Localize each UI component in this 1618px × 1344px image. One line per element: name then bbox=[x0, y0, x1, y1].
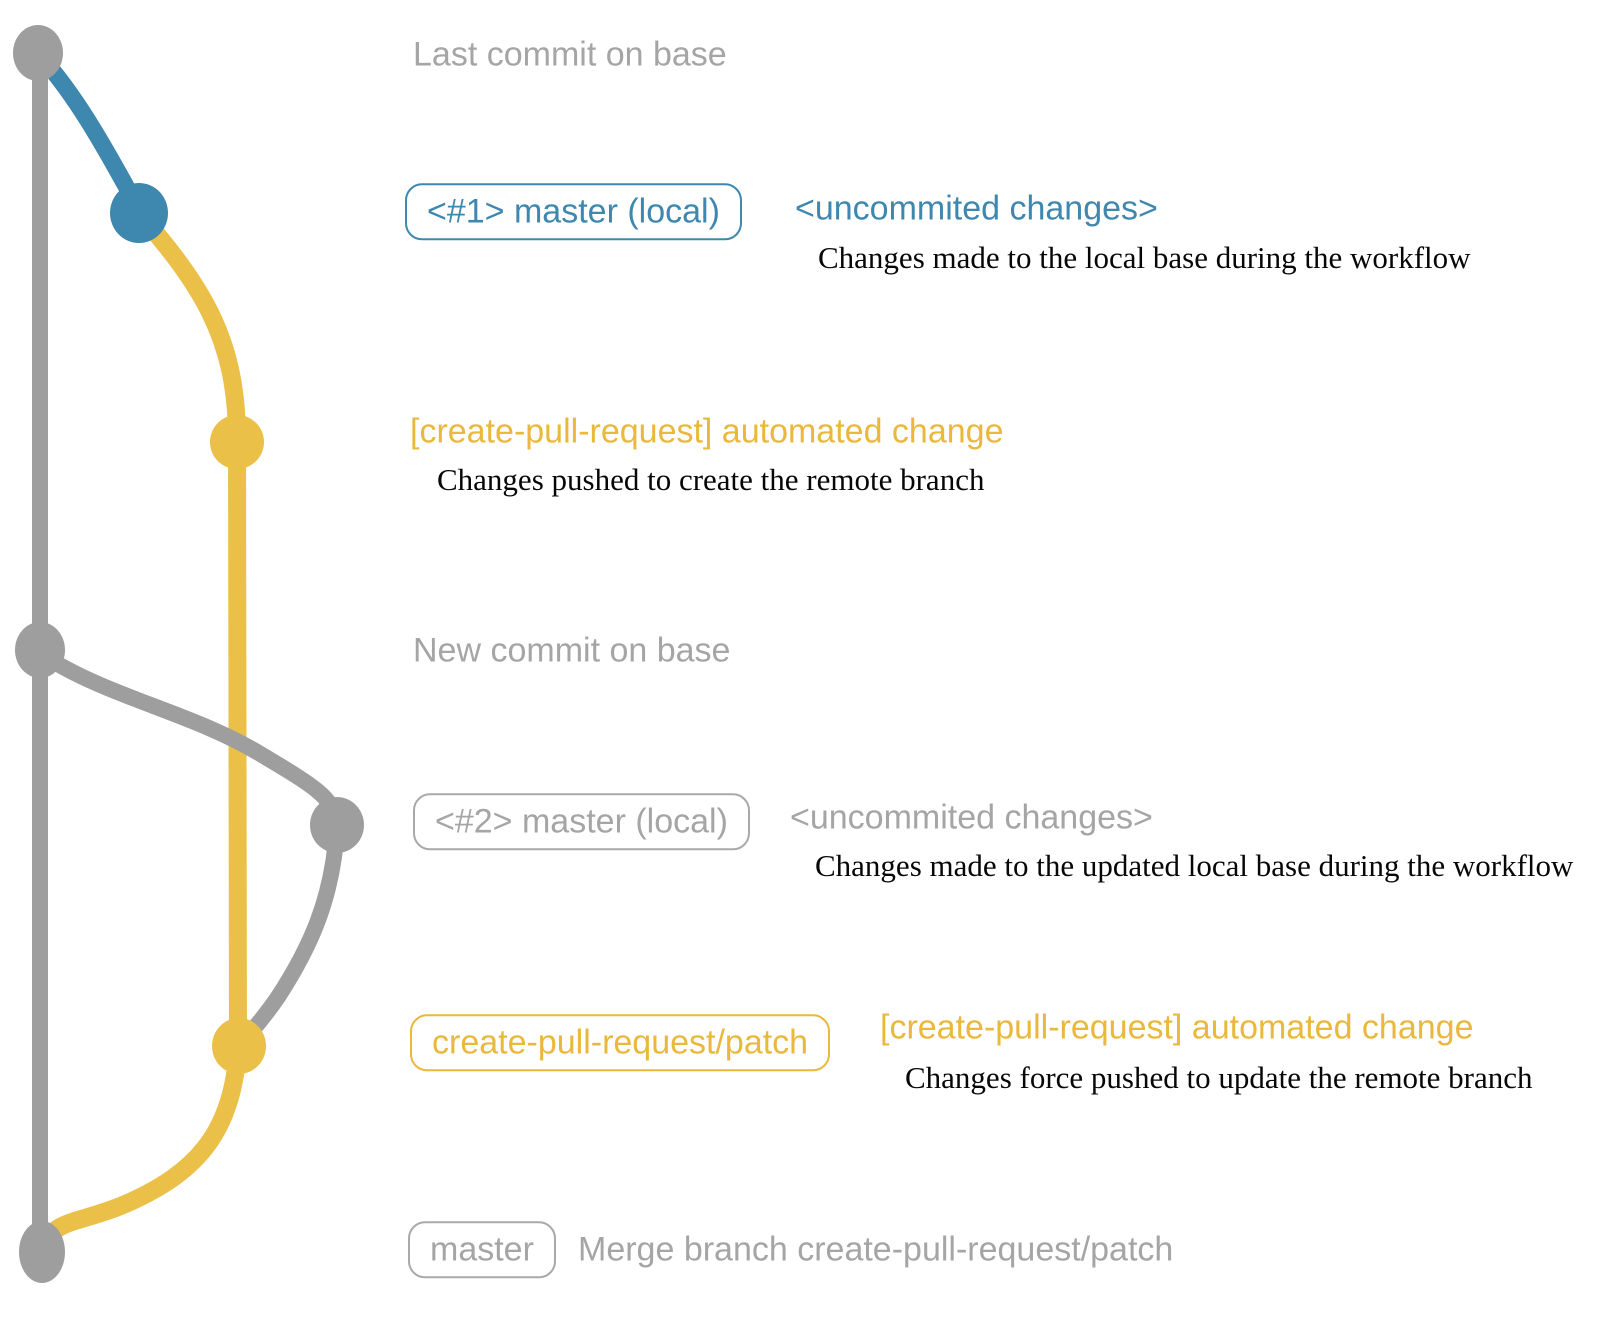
badge-master: master bbox=[408, 1221, 556, 1279]
label-new-commit-on-base: New commit on base bbox=[413, 631, 731, 670]
badge-create-pull-request-patch: create-pull-request/patch bbox=[410, 1014, 831, 1072]
badge-master-local-1: <#1> master (local) bbox=[405, 183, 742, 241]
message-uncommited-changes-1: <uncommited changes> bbox=[795, 189, 1158, 228]
base-update-edge bbox=[32, 645, 345, 831]
commit-dot-last-base bbox=[13, 25, 63, 81]
commit-dot-local-1 bbox=[110, 183, 168, 243]
label-last-commit-on-base: Last commit on base bbox=[413, 35, 727, 74]
description-push-1: Changes pushed to create the remote bran… bbox=[437, 461, 985, 497]
message-uncommited-changes-2: <uncommited changes> bbox=[790, 798, 1153, 837]
commit-dot-merge bbox=[19, 1221, 65, 1283]
message-merge-branch: Merge branch create-pull-request/patch bbox=[578, 1230, 1174, 1269]
description-local-changes-2: Changes made to the updated local base d… bbox=[815, 847, 1574, 883]
description-push-2: Changes force pushed to update the remot… bbox=[905, 1059, 1533, 1095]
pr-branch-merge-edge bbox=[34, 1036, 247, 1259]
commit-dot-new-base bbox=[15, 622, 65, 678]
pr-branch-edge-top bbox=[130, 204, 246, 447]
badge-master-local-2: <#2> master (local) bbox=[413, 793, 750, 851]
commit-dot-local-2 bbox=[310, 797, 364, 853]
message-automated-change-2: [create-pull-request] automated change bbox=[880, 1008, 1474, 1047]
message-automated-change-1: [create-pull-request] automated change bbox=[410, 412, 1004, 451]
rebase-edge bbox=[232, 819, 345, 1054]
description-local-changes-1: Changes made to the local base during th… bbox=[818, 239, 1471, 275]
commit-dot-force-pushed bbox=[212, 1018, 266, 1074]
commit-dot-pushed bbox=[210, 415, 264, 469]
